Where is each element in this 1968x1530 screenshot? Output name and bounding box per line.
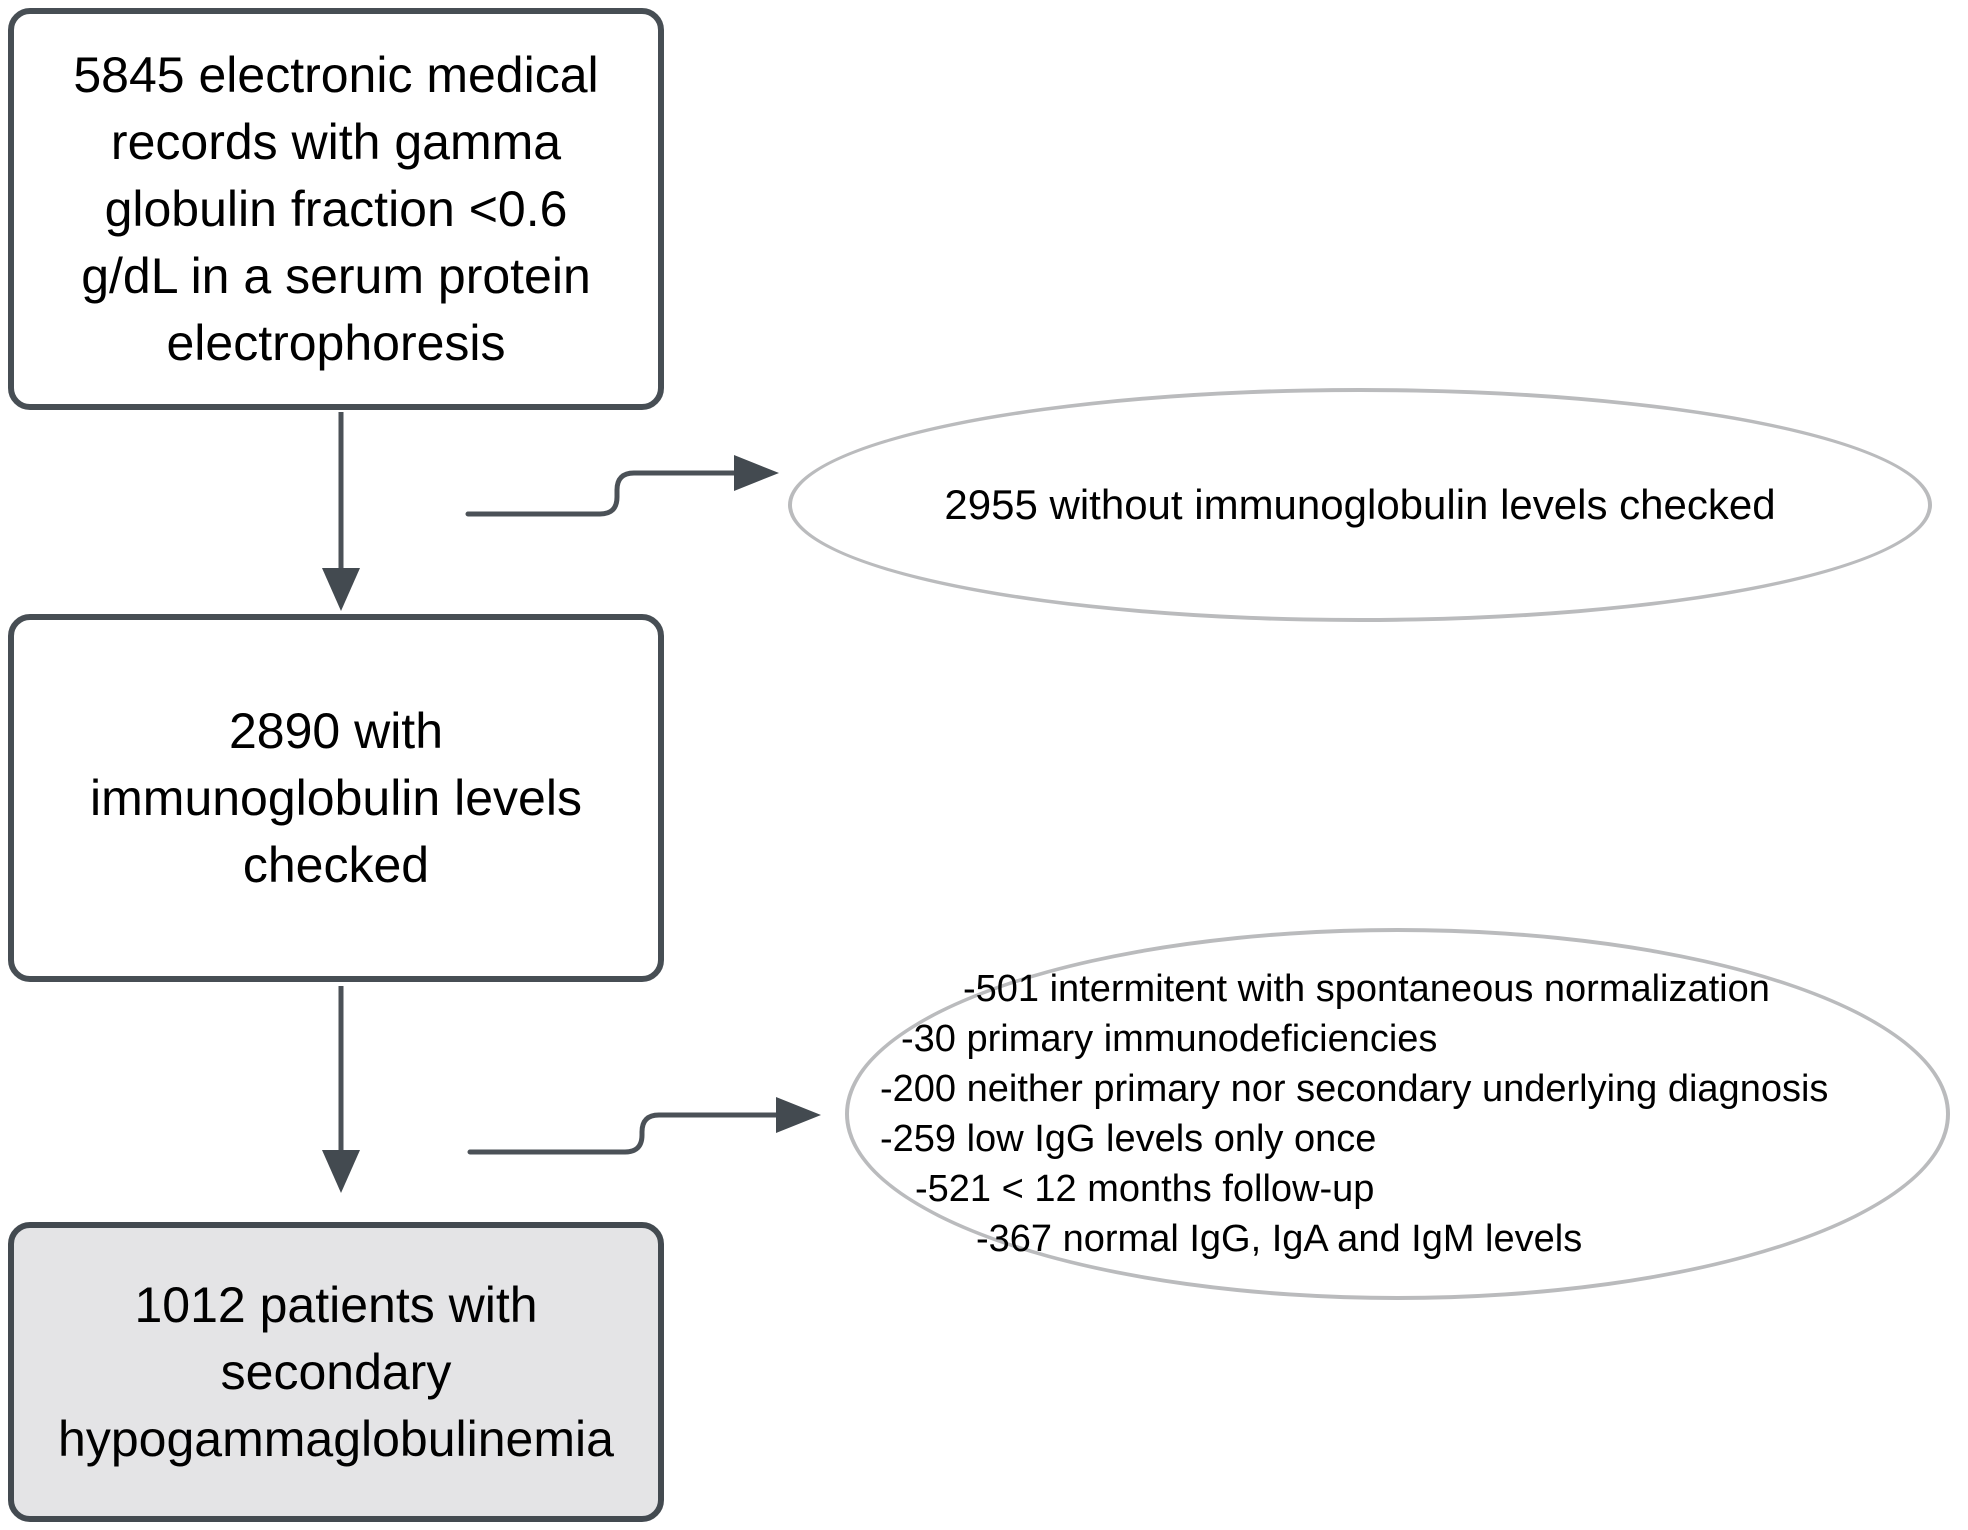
box-line: records with gamma [110, 113, 562, 170]
box-line: hypogammaglobulinemia [58, 1410, 614, 1467]
box-line: 1012 patients with [134, 1276, 538, 1333]
exclusion-line: -259 low IgG levels only once [880, 1118, 1377, 1160]
box-line: 5845 electronic medical [73, 46, 599, 103]
exclusion-line: -367 normal IgG, IgA and IgM levels [976, 1218, 1583, 1260]
ellipse-exclusion-reasons: -501 intermitent with spontaneous normal… [845, 928, 1950, 1300]
box-line: checked [242, 836, 430, 893]
box-line: 2890 with [228, 702, 444, 759]
exclusion-line: -521 < 12 months follow-up [915, 1168, 1375, 1210]
ellipse-text: 2955 without immunoglobulin levels check… [944, 481, 1776, 528]
connector-to-ellipse-1 [465, 455, 779, 517]
box-line: g/dL in a serum protein [81, 247, 591, 304]
box-line: globulin fraction <0.6 [104, 180, 568, 237]
arrow-down-1 [322, 412, 360, 611]
arrow-down-2 [322, 986, 360, 1193]
box-line: immunoglobulin levels [90, 769, 582, 826]
exclusion-line: -501 intermitent with spontaneous normal… [963, 968, 1770, 1010]
connector-to-ellipse-2 [467, 1097, 821, 1155]
box-total-records: 5845 electronic medical records with gam… [8, 8, 664, 410]
box-line: electrophoresis [166, 314, 506, 371]
ellipse-without-ig-checked: 2955 without immunoglobulin levels check… [788, 388, 1932, 622]
box-line: secondary [220, 1343, 452, 1400]
box-ig-levels-checked: 2890 with immunoglobulin levels checked [8, 614, 664, 982]
box-secondary-hypogammaglobulinemia: 1012 patients with secondary hypogammagl… [8, 1222, 664, 1522]
exclusion-line: -200 neither primary nor secondary under… [880, 1068, 1829, 1110]
exclusion-line: -30 primary immunodeficiencies [901, 1018, 1438, 1060]
